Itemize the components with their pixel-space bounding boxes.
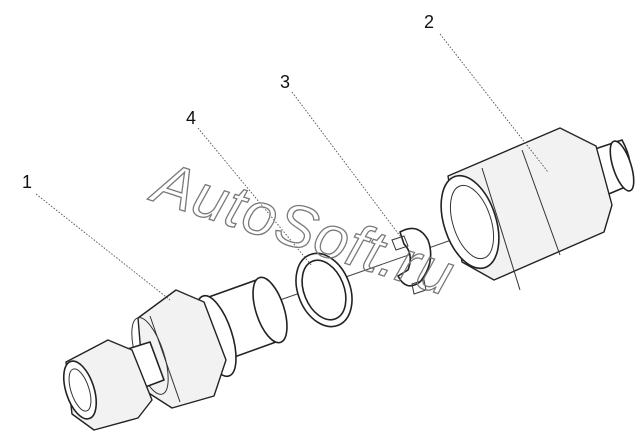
- leader-line-1: [35, 193, 171, 301]
- callout-4: 4: [186, 108, 196, 128]
- part-1-fitting: [62, 276, 288, 431]
- callout-3: 3: [280, 72, 290, 92]
- callout-2: 2: [424, 12, 434, 32]
- leader-line-4: [197, 127, 313, 267]
- part-3-lock-washer: [391, 227, 432, 295]
- leader-line-3: [291, 91, 401, 237]
- part-2-hex-coupling: [440, 127, 635, 291]
- callout-1: 1: [22, 172, 32, 192]
- leader-line-2: [439, 33, 549, 173]
- part-4-o-ring: [295, 252, 353, 328]
